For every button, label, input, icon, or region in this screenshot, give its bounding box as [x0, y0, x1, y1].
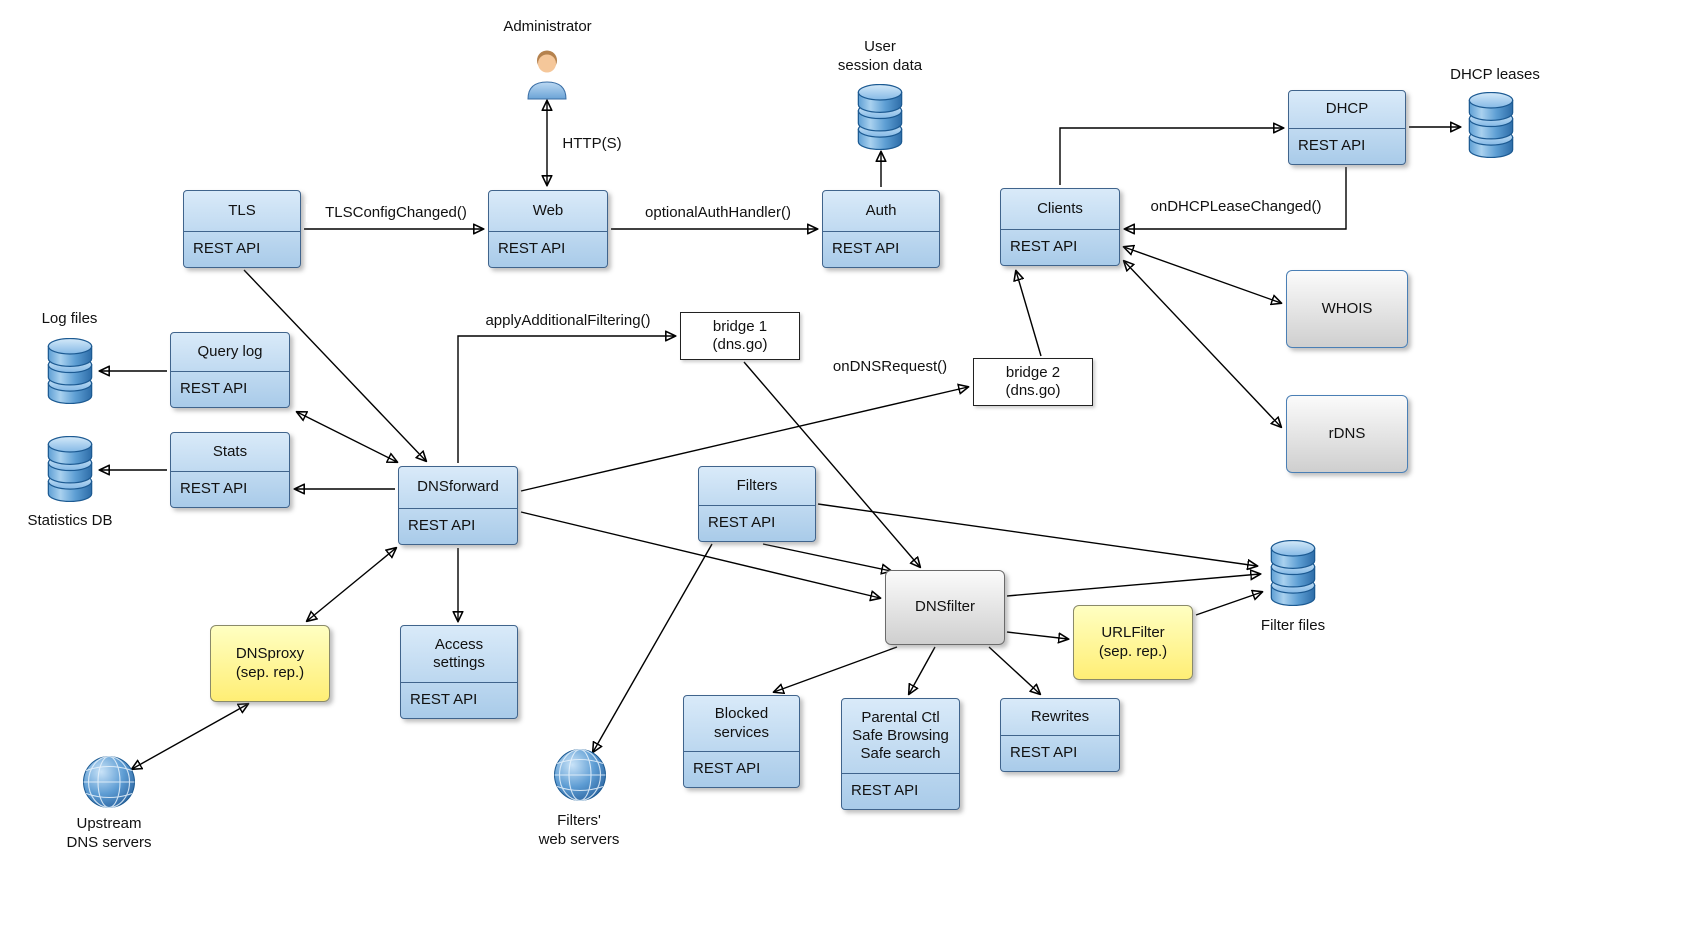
filter-files-label: Filter files: [1260, 617, 1326, 634]
node-stats: Stats REST API: [170, 432, 290, 508]
filters-web-servers-label: Filters' web servers: [538, 812, 620, 848]
node-rewrites: Rewrites REST API: [1000, 698, 1120, 772]
filter-files-database-icon: [1268, 540, 1318, 606]
edge-dnsproxy-upstream-dns: [132, 704, 248, 769]
upstream-dns-globe-icon: [82, 755, 136, 809]
node-dnsforward: DNSforward REST API: [398, 466, 518, 545]
log-files-database-icon: [45, 338, 95, 404]
node-parental-safebrowsing: Parental Ctl Safe Browsing Safe search R…: [841, 698, 960, 810]
edge-clients-rdns: [1124, 261, 1281, 427]
edge-label-on-dhcp-lease-changed: onDHCPLeaseChanged(): [1130, 198, 1342, 216]
user-session-data-database-icon: [855, 84, 905, 150]
edge-dnsforward-bridge2: [520, 387, 968, 492]
edge-urlfilter-filter-files: [1195, 592, 1262, 616]
edge-dnsforward-query-log: [297, 412, 397, 462]
edge-dnsforward-dnsproxy: [307, 548, 396, 621]
upstream-dns-label: Upstream DNS servers: [66, 815, 152, 851]
administrator-icon: [524, 48, 570, 100]
edge-label-apply-additional-filtering: applyAdditionalFiltering(): [462, 312, 674, 330]
node-filters: Filters REST API: [698, 466, 816, 542]
edge-clients-whois: [1124, 247, 1281, 303]
dhcp-leases-database-icon: [1466, 92, 1516, 158]
edge-label-on-dns-request: onDNSRequest(): [815, 358, 965, 376]
node-tls: TLS REST API: [183, 190, 301, 268]
edge-bridge1-dnsfilter: [743, 361, 920, 567]
node-dnsfilter: DNSfilter: [885, 570, 1005, 645]
node-dnsproxy: DNSproxy (sep. rep.): [210, 625, 330, 702]
edge-dnsfilter-parental: [909, 646, 936, 694]
node-whois: WHOIS: [1286, 270, 1408, 348]
edge-dnsforward-bridge1: [457, 336, 675, 463]
node-bridge1: bridge 1 (dns.go): [680, 312, 800, 360]
edge-label-https: HTTP(S): [552, 135, 632, 153]
edge-label-tls-config-changed: TLSConfigChanged(): [306, 204, 486, 222]
node-web: Web REST API: [488, 190, 608, 268]
node-rdns: rDNS: [1286, 395, 1408, 473]
edge-filters-dnsfilter: [762, 543, 891, 571]
filters-web-servers-globe-icon: [553, 748, 607, 802]
node-query-log: Query log REST API: [170, 332, 290, 408]
user-session-data-label: User session data: [837, 38, 923, 74]
log-files-label: Log files: [41, 310, 98, 327]
administrator-label: Administrator: [503, 18, 592, 35]
node-urlfilter: URLFilter (sep. rep.): [1073, 605, 1193, 680]
node-clients: Clients REST API: [1000, 188, 1120, 266]
edge-bridge2-clients: [1016, 271, 1042, 357]
node-bridge2: bridge 2 (dns.go): [973, 358, 1093, 406]
statistics-db-database-icon: [45, 436, 95, 502]
edge-label-optional-auth-handler: optionalAuthHandler(): [618, 204, 818, 222]
dhcp-leases-label: DHCP leases: [1450, 66, 1540, 83]
node-blocked-services: Blocked services REST API: [683, 695, 800, 788]
statistics-db-label: Statistics DB: [27, 512, 113, 529]
edge-dhcp-clients: [1125, 167, 1347, 229]
edge-dnsforward-dnsfilter: [520, 511, 880, 598]
edge-filters-filter-files: [817, 503, 1257, 566]
edge-dnsfilter-urlfilter: [1006, 631, 1068, 639]
node-access-settings: Access settings REST API: [400, 625, 518, 719]
edge-filters-web-servers: [593, 543, 713, 752]
node-dhcp: DHCP REST API: [1288, 90, 1406, 165]
edge-dnsfilter-rewrites: [988, 646, 1040, 694]
edge-dnsfilter-blocked-services: [774, 646, 898, 692]
node-auth: Auth REST API: [822, 190, 940, 268]
edge-clients-dhcp: [1059, 128, 1283, 185]
edge-dnsfilter-filter-files: [1006, 574, 1260, 597]
